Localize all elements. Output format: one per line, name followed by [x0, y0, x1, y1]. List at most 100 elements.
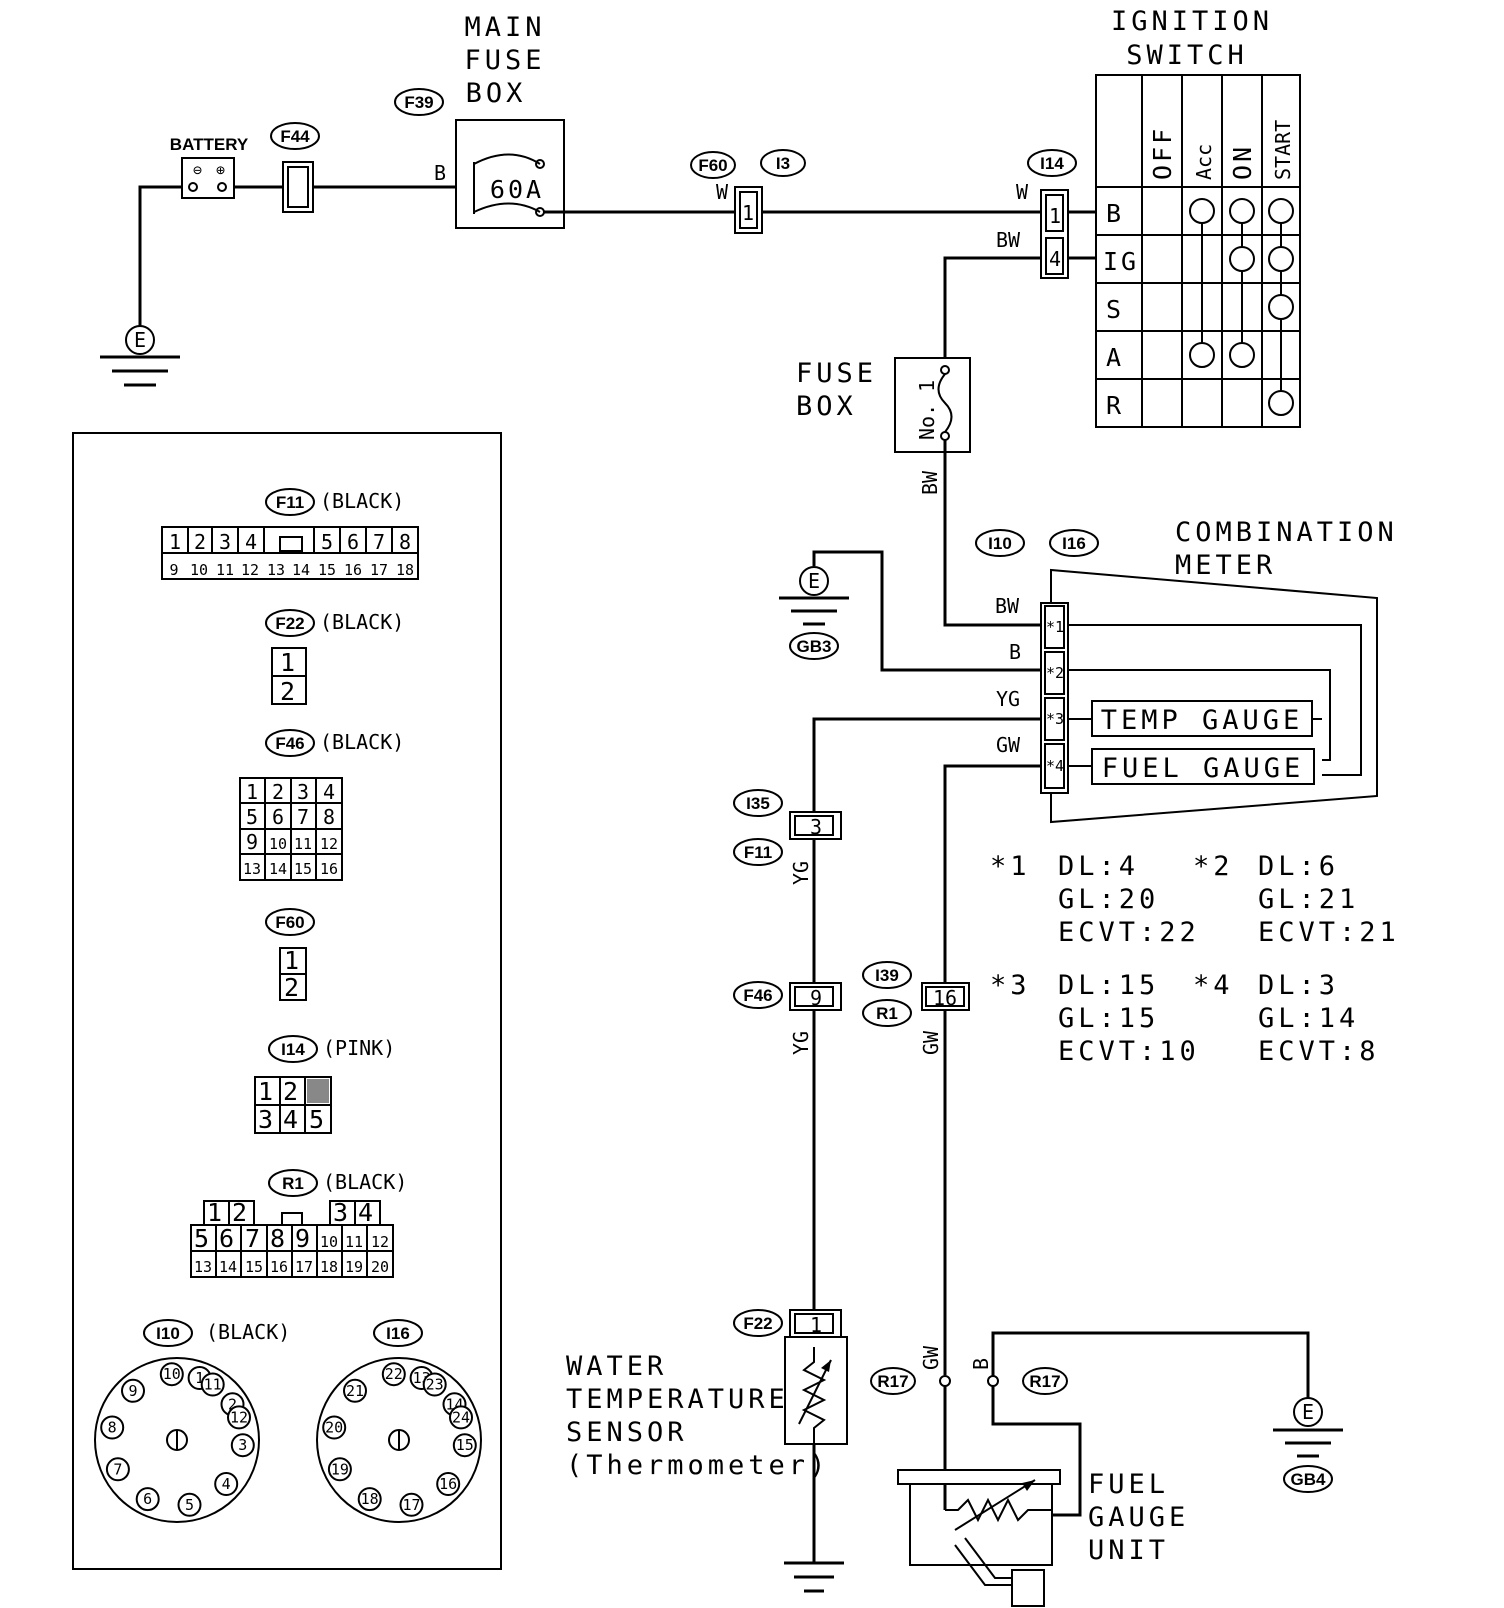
svg-text:ECVT:10: ECVT:10: [1058, 1036, 1200, 1067]
variant-notes: *1 DL:4 GL:20 ECVT:22 *2 DL:6 GL:21 ECVT…: [990, 851, 1396, 1067]
svg-text:F11: F11: [744, 843, 772, 862]
svg-text:3: 3: [297, 780, 309, 804]
svg-text:19: 19: [345, 1258, 363, 1276]
svg-text:DL:6: DL:6: [1258, 851, 1339, 882]
svg-text:1: 1: [280, 648, 298, 677]
pin-label: 10: [163, 1365, 181, 1383]
svg-text:DL:3: DL:3: [1258, 970, 1339, 1001]
pin-bubble: [227, 1405, 251, 1430]
svg-text:1: 1: [207, 1198, 225, 1227]
pin-label: 5: [185, 1496, 194, 1514]
svg-text:4: 4: [358, 1198, 376, 1227]
pin-label: 22: [385, 1365, 403, 1383]
connector-f60-i3: F60 I3 W 1: [690, 149, 1041, 234]
svg-text:B: B: [969, 1358, 993, 1370]
svg-text:7: 7: [297, 805, 309, 829]
svg-text:2: 2: [280, 677, 298, 706]
svg-text:5: 5: [194, 1224, 212, 1253]
pin-label: 24: [452, 1408, 470, 1426]
svg-text:GW: GW: [919, 1030, 943, 1055]
pin-bubble: [343, 1378, 367, 1403]
svg-text:F11: F11: [276, 493, 304, 512]
pin-label: 2: [228, 1395, 237, 1413]
svg-text:12: 12: [241, 561, 259, 579]
ground-gb3: E GB3: [779, 550, 1041, 672]
battery: BATTERY ⊖ ⊕: [170, 135, 249, 199]
svg-text:YG: YG: [996, 687, 1020, 711]
svg-text:1: 1: [258, 1077, 276, 1106]
pin-bubble: [135, 1487, 160, 1512]
svg-text:BOX: BOX: [796, 391, 857, 422]
svg-text:1: 1: [742, 201, 754, 225]
svg-text:GL:20: GL:20: [1058, 884, 1159, 915]
svg-text:10: 10: [190, 561, 208, 579]
svg-text:11: 11: [294, 835, 312, 853]
svg-text:GB4: GB4: [1291, 1470, 1327, 1489]
svg-text:GB3: GB3: [797, 637, 832, 656]
svg-text:14: 14: [269, 860, 287, 878]
svg-text:START: START: [1271, 120, 1295, 180]
svg-text:(Thermometer): (Thermometer): [566, 1450, 829, 1481]
svg-text:A: A: [1106, 343, 1124, 372]
svg-text:18: 18: [396, 561, 414, 579]
svg-text:IGNITION: IGNITION: [1111, 6, 1273, 37]
pin-label: 6: [143, 1490, 152, 1508]
svg-text:⊕: ⊕: [216, 161, 225, 179]
svg-text:(BLACK): (BLACK): [320, 489, 404, 513]
svg-text:R1: R1: [876, 1004, 898, 1023]
svg-text:*3: *3: [1046, 710, 1064, 728]
svg-text:FUEL GAUGE: FUEL GAUGE: [1102, 753, 1305, 784]
svg-text:13: 13: [243, 860, 261, 878]
svg-text:3: 3: [333, 1198, 351, 1227]
svg-text:GW: GW: [919, 1345, 943, 1370]
svg-text:COMBINATION: COMBINATION: [1175, 517, 1398, 548]
combination-meter: COMBINATION METER I10 I16 *1 *2 *3 *4 BW…: [975, 517, 1398, 824]
pin-label: 4: [222, 1475, 231, 1493]
svg-text:(BLACK): (BLACK): [320, 730, 404, 754]
svg-text:W: W: [716, 180, 729, 204]
svg-text:S: S: [1106, 295, 1124, 324]
pin-bubble: [422, 1372, 447, 1397]
earth-symbol: [125, 325, 155, 355]
svg-text:F46: F46: [275, 734, 304, 753]
pin-label: 16: [439, 1475, 457, 1493]
svg-text:BOX: BOX: [466, 78, 527, 109]
svg-text:F39: F39: [404, 93, 433, 112]
svg-text:R17: R17: [1029, 1372, 1060, 1391]
svg-text:9: 9: [810, 986, 822, 1010]
svg-text:2: 2: [194, 530, 206, 554]
pin-bubble: [436, 1472, 461, 1496]
svg-text:⊖: ⊖: [193, 161, 202, 179]
svg-text:20: 20: [371, 1258, 389, 1276]
svg-text:YG: YG: [789, 861, 813, 885]
yg-circuit: I35 F11 3 YG F46 9 YG F22 1 WATER TEMPER…: [566, 717, 1041, 1593]
battery-label: BATTERY: [170, 135, 249, 154]
svg-text:I10: I10: [988, 534, 1012, 553]
svg-text:10: 10: [320, 1233, 338, 1251]
svg-text:8: 8: [270, 1224, 288, 1253]
svg-text:ECVT:22: ECVT:22: [1058, 917, 1200, 948]
svg-text:F60: F60: [698, 156, 727, 175]
svg-text:I10: I10: [156, 1324, 180, 1343]
svg-text:7: 7: [373, 530, 385, 554]
svg-text:15: 15: [245, 1258, 263, 1276]
svg-text:6: 6: [272, 805, 284, 829]
svg-text:5: 5: [309, 1105, 327, 1134]
svg-text:GL:21: GL:21: [1258, 884, 1359, 915]
svg-text:(BLACK): (BLACK): [320, 610, 404, 634]
svg-text:3: 3: [810, 815, 822, 839]
wire-color-b: B: [434, 161, 446, 185]
pin-bubble: [322, 1415, 347, 1440]
fusible-link-f44: F44: [270, 122, 320, 213]
ground-gb4: E GB4: [1273, 1397, 1343, 1493]
svg-text:5: 5: [246, 805, 258, 829]
svg-text:*1: *1: [1046, 618, 1064, 636]
svg-text:F22: F22: [275, 614, 304, 633]
pin-bubble: [105, 1457, 130, 1482]
pin-bubble: [100, 1415, 125, 1440]
svg-text:SENSOR: SENSOR: [566, 1417, 688, 1448]
svg-text:6: 6: [219, 1224, 237, 1253]
svg-text:3: 3: [219, 530, 231, 554]
svg-text:I3: I3: [776, 154, 790, 173]
svg-text:BW: BW: [995, 594, 1020, 618]
